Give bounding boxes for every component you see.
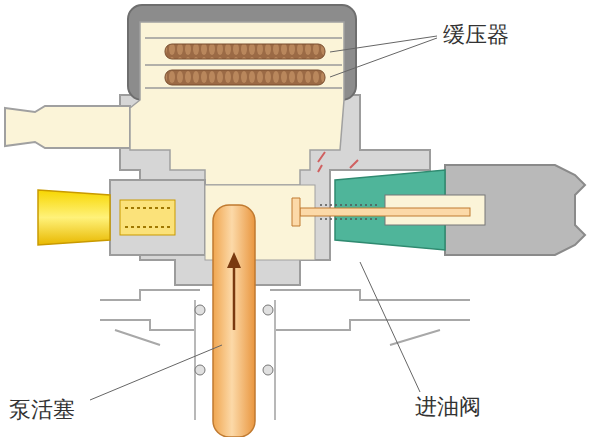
pump-piston (213, 205, 255, 437)
pressure-damper (145, 38, 342, 88)
part-label: 进油阀 (412, 394, 484, 420)
outlet-connector (38, 180, 205, 255)
inlet-valve (292, 152, 585, 255)
fuel-chamber (130, 22, 344, 185)
part-label: 泵活塞 (6, 397, 78, 423)
leader-line (90, 36, 437, 400)
piston-seal (195, 305, 273, 375)
fuel-inlet-tube (5, 106, 130, 148)
part-label: 缓压器 (440, 22, 512, 48)
